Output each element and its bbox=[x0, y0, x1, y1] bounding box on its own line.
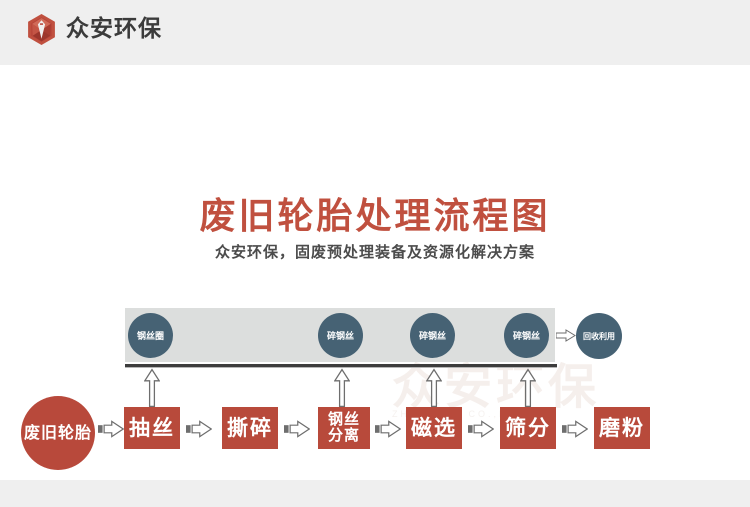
band-rule bbox=[125, 364, 557, 367]
uparrow-shaifen-icon bbox=[520, 368, 536, 408]
node-feijiu-luntai[interactable]: 废旧 轮胎 bbox=[21, 396, 95, 470]
box-cixuan[interactable]: 磁选 bbox=[406, 407, 462, 449]
uparrow-chousi-icon bbox=[144, 368, 160, 408]
footer-band bbox=[0, 480, 750, 507]
box-gangsi-fenli[interactable]: 钢丝 分离 bbox=[318, 407, 370, 449]
slide-canvas: 众安环保 ZHONG AN CO.,LTD 废旧轮胎处理流程图 众安环保，固废预… bbox=[0, 65, 750, 480]
node-suigangsi-2[interactable]: 碎钢丝 bbox=[410, 313, 455, 358]
box-gangsi-line-1: 钢丝 bbox=[327, 410, 360, 429]
brand-name: 众安环保 bbox=[66, 16, 162, 42]
tire-line-1: 废旧 bbox=[23, 422, 58, 442]
header-band: 众安环保 bbox=[0, 0, 750, 65]
box-chousi[interactable]: 抽丝 bbox=[124, 407, 180, 449]
node-gangsiquan[interactable]: 钢丝圈 bbox=[128, 313, 173, 358]
box-sisui[interactable]: 撕碎 bbox=[222, 407, 278, 449]
box-mofen[interactable]: 磨粉 bbox=[594, 407, 650, 449]
box-shaifen[interactable]: 筛分 bbox=[500, 407, 556, 449]
arrow-cixuan-to-shaifen-icon bbox=[468, 420, 494, 438]
page-title: 废旧轮胎处理流程图 bbox=[199, 196, 551, 237]
arrow-to-recycle-icon bbox=[556, 329, 576, 342]
brand-lockup: 众安环保 bbox=[26, 13, 162, 46]
box-gangsi-line-2: 分离 bbox=[327, 426, 360, 444]
band-rule-shadow bbox=[125, 367, 557, 368]
hexagon-diamond-logo-icon bbox=[28, 14, 55, 45]
node-suigangsi-3[interactable]: 碎钢丝 bbox=[504, 313, 549, 358]
node-huishou[interactable]: 回收利用 bbox=[576, 313, 622, 359]
arrow-gangsi-to-cixuan-icon bbox=[375, 420, 401, 438]
arrow-tire-to-chousi-icon bbox=[98, 420, 124, 438]
uparrow-gangsi-icon bbox=[334, 368, 350, 408]
arrow-shaifen-to-mofen-icon bbox=[562, 420, 588, 438]
arrow-sisui-to-gangsi-icon bbox=[284, 420, 310, 438]
node-suigangsi-1[interactable]: 碎钢丝 bbox=[318, 313, 363, 358]
uparrow-cixuan-icon bbox=[426, 368, 442, 408]
tire-line-2: 轮胎 bbox=[58, 422, 93, 442]
page-subtitle: 众安环保，固废预处理装备及资源化解决方案 bbox=[214, 243, 535, 261]
arrow-chousi-to-sisui-icon bbox=[186, 420, 212, 438]
